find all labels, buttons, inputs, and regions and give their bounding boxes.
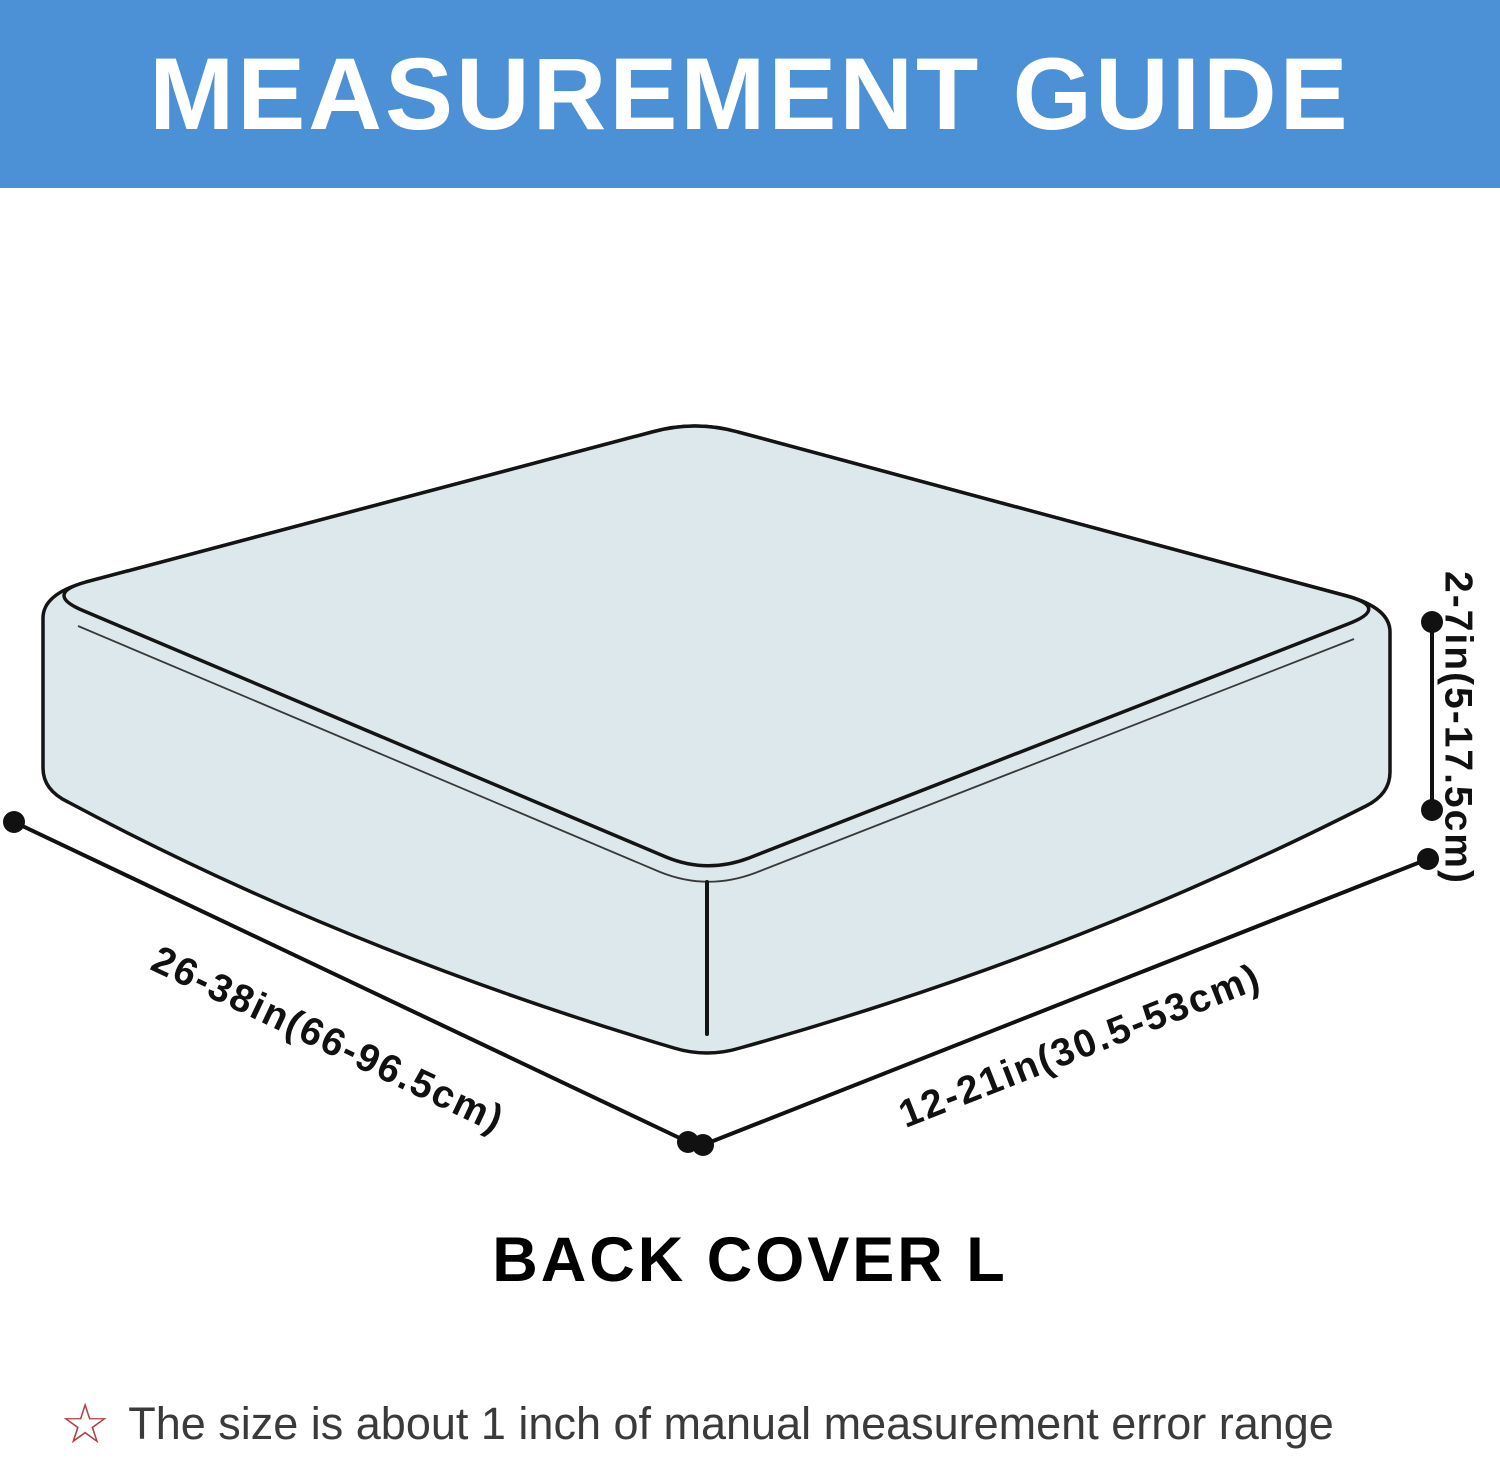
- footnote-text: The size is about 1 inch of manual measu…: [128, 1398, 1334, 1449]
- dimension-endpoint-dot: [1421, 611, 1443, 633]
- cushion-measurement-diagram: 26-38in(66-96.5cm) 12-21in(30.5-53cm) 2-…: [3, 424, 1480, 1156]
- star-icon: ☆: [60, 1392, 111, 1455]
- depth-dimension-line: [702, 857, 1429, 1147]
- footnote: ☆ The size is about 1 inch of manual mea…: [60, 1396, 1500, 1452]
- height-dimension-label: 2-7in(5-17.5cm): [1437, 571, 1480, 885]
- dimension-endpoint-dot: [3, 811, 25, 833]
- product-label: BACK COVER L: [492, 1225, 1008, 1295]
- cushion-top-face: [62, 424, 1371, 868]
- dimension-endpoint-dot: [692, 1134, 714, 1156]
- dimension-endpoint-dot: [1421, 799, 1443, 821]
- dimension-endpoint-dot: [1417, 848, 1439, 870]
- header-banner: MEASUREMENT GUIDE: [0, 0, 1500, 188]
- width-dimension-line: [13, 820, 689, 1144]
- page-title: MEASUREMENT GUIDE: [149, 36, 1351, 151]
